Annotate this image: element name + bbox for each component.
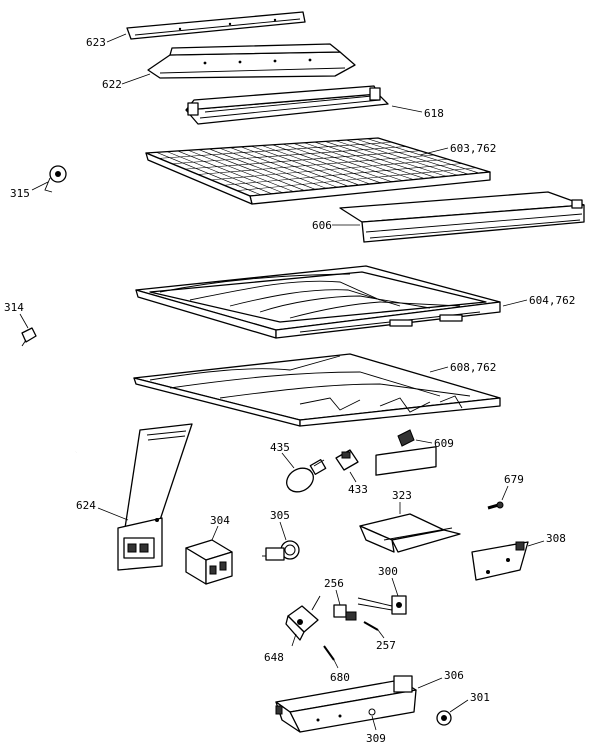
label-609: 609 xyxy=(434,437,454,450)
part-622-bracket xyxy=(147,43,356,79)
part-306-compressor-bracket xyxy=(275,675,417,733)
label-304: 304 xyxy=(210,514,230,527)
part-679-screw xyxy=(487,501,504,510)
label-435: 435 xyxy=(270,441,290,454)
label-301: 301 xyxy=(470,691,490,704)
shelf-wire xyxy=(236,167,477,191)
part-435-light-bulb xyxy=(286,459,327,493)
part-304-relay xyxy=(185,539,233,585)
part-308-bracket xyxy=(471,541,529,581)
part-603-wire-shelf xyxy=(145,137,491,205)
shelf-wire xyxy=(184,150,421,170)
label-623: 623 xyxy=(86,36,106,49)
label-618: 618 xyxy=(424,107,444,120)
part-623-strip xyxy=(126,11,306,40)
label-622: 622 xyxy=(102,78,122,91)
label-624: 624 xyxy=(76,499,96,512)
shelf-wire xyxy=(223,163,463,186)
label-648: 648 xyxy=(264,651,284,664)
part-300-overload xyxy=(357,595,407,615)
label-314: 314 xyxy=(4,301,24,314)
part-433-socket xyxy=(335,449,359,471)
label-433: 433 xyxy=(348,483,368,496)
part-618-rail xyxy=(185,85,389,125)
shelf-wire xyxy=(210,158,449,181)
part-256-connector xyxy=(333,604,357,621)
label-603: 603,762 xyxy=(450,142,496,155)
part-314-clip xyxy=(21,327,37,347)
part-648-relay xyxy=(285,595,321,641)
part-608-crisper-pan xyxy=(133,353,501,427)
shelf-wire xyxy=(158,141,393,159)
label-257: 257 xyxy=(376,639,396,652)
part-323-control-box xyxy=(359,446,461,553)
part-606-rail xyxy=(339,191,585,243)
label-300: 300 xyxy=(378,565,398,578)
shelf-wire xyxy=(171,146,407,165)
label-309: 309 xyxy=(366,732,386,745)
part-609-clip xyxy=(397,429,415,447)
label-308: 308 xyxy=(546,532,566,545)
part-680-screw xyxy=(323,645,335,661)
label-323: 323 xyxy=(392,489,412,502)
label-608: 608,762 xyxy=(450,361,496,374)
part-305-thermostat xyxy=(262,540,300,561)
label-306: 306 xyxy=(444,669,464,682)
part-604-crisper-cover xyxy=(135,265,501,339)
shelf-wire xyxy=(197,154,435,175)
label-679: 679 xyxy=(504,473,524,486)
label-606: 606 xyxy=(312,219,332,232)
label-315: 315 xyxy=(10,187,30,200)
part-315-drain-tube xyxy=(43,165,78,462)
label-604: 604,762 xyxy=(529,294,575,307)
label-305: 305 xyxy=(270,509,290,522)
part-301-grommet xyxy=(436,710,452,726)
part-624-bracket-panel xyxy=(117,423,193,571)
part-257-screw xyxy=(363,621,379,631)
label-680: 680 xyxy=(330,671,350,684)
label-256: 256 xyxy=(324,577,344,590)
